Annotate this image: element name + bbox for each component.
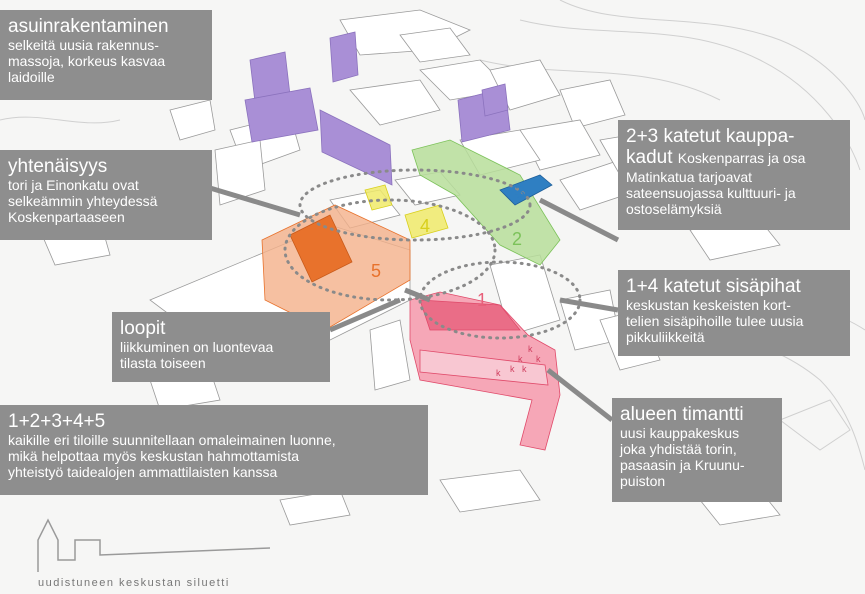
zone-3-area [499,174,553,206]
callout-line: tori ja Einonkatu ovat [8,177,139,193]
callout-line: puiston [620,473,666,489]
k-mark: k [496,368,501,378]
callout-line: Matinkatua tarjoavat [626,169,753,185]
callout-title: loopit [120,318,166,339]
callout-title: alueen timantti [620,404,744,425]
silhouette-logo [37,518,271,572]
callout-title: 2+3 katetut kauppa- [626,126,795,147]
callout-line: Koskenpartaaseen [8,209,125,225]
callout-unity: yhtenäisyys tori ja Einonkatu ovat selke… [0,150,212,240]
callout-title: 1+4 katetut sisäpihat [626,276,801,297]
zone-4-area [364,184,449,239]
callout-line: laidoille [8,69,55,85]
callout-line: uusi kauppakeskus [620,425,740,441]
zone-label-2: 2 [512,229,522,249]
housing-masses [244,31,511,186]
k-marks: k k k k k k [496,344,541,378]
callout-line: telien sisäpihoille tulee uusia [626,313,804,329]
leader-lines [209,185,620,422]
callout-line: selkeämmin yhteydessä [8,193,158,209]
k-mark: k [510,364,515,374]
callout-covered-streets: 2+3 katetut kauppa- kadut Koskenparras j… [618,120,850,230]
callout-line: mikä helpottaa myös keskustan hahmottami… [8,448,300,464]
zone-label-3: 3 [515,182,525,202]
callout-line: pikkuliikkeitä [626,329,705,345]
zone-label-5: 5 [371,261,381,281]
callout-line: selkeitä uusia rakennus- [8,37,159,53]
callout-title: asuinrakentaminen [8,16,169,37]
k-mark: k [528,344,533,354]
k-mark: k [522,364,527,374]
callout-line: liikkuminen on luontevaa [120,339,274,355]
callout-line: kaikille eri tiloille suunnitellaan omal… [8,432,336,448]
callout-courtyards: 1+4 katetut sisäpihat keskustan keskeist… [618,270,850,356]
silhouette-caption: uudistuneen keskustan siluetti [38,577,230,589]
loop-paths [283,168,582,340]
callout-line: massoja, korkeus kasvaa [8,53,166,69]
callout-title: 1+2+3+4+5 [8,411,106,432]
callout-loops: loopit liikkuminen on luontevaa tilasta … [112,312,330,382]
callout-line: joka yhdistää torin, [620,441,737,457]
k-mark: k [536,354,541,364]
callout-line: ostoselämyksiä [626,201,722,217]
zone-1-area [409,291,561,451]
callout-line: pasaasin ja Kruunu- [620,457,745,473]
callout-line: tilasta toiseen [120,355,206,371]
callout-housing: asuinrakentaminen selkeitä uusia rakennu… [0,10,212,100]
zone-labels: 1 2 3 4 5 [371,182,525,310]
k-mark: k [518,354,523,364]
zone-label-4: 4 [420,216,430,236]
callout-title-cont: kadut Koskenparras ja osa [626,147,806,168]
callout-line: sateensuojassa kulttuuri- ja [626,185,796,201]
zone-label-1: 1 [477,290,487,310]
callout-line: yhteistyö taidealojen ammattilaisten kan… [8,464,278,480]
callout-diamond: alueen timantti uusi kauppakeskus joka y… [612,398,782,502]
callout-all-zones: 1+2+3+4+5 kaikille eri tiloille suunnite… [0,405,428,495]
callout-line: keskustan keskeisten kort- [626,297,791,313]
callout-title: yhtenäisyys [8,156,108,177]
